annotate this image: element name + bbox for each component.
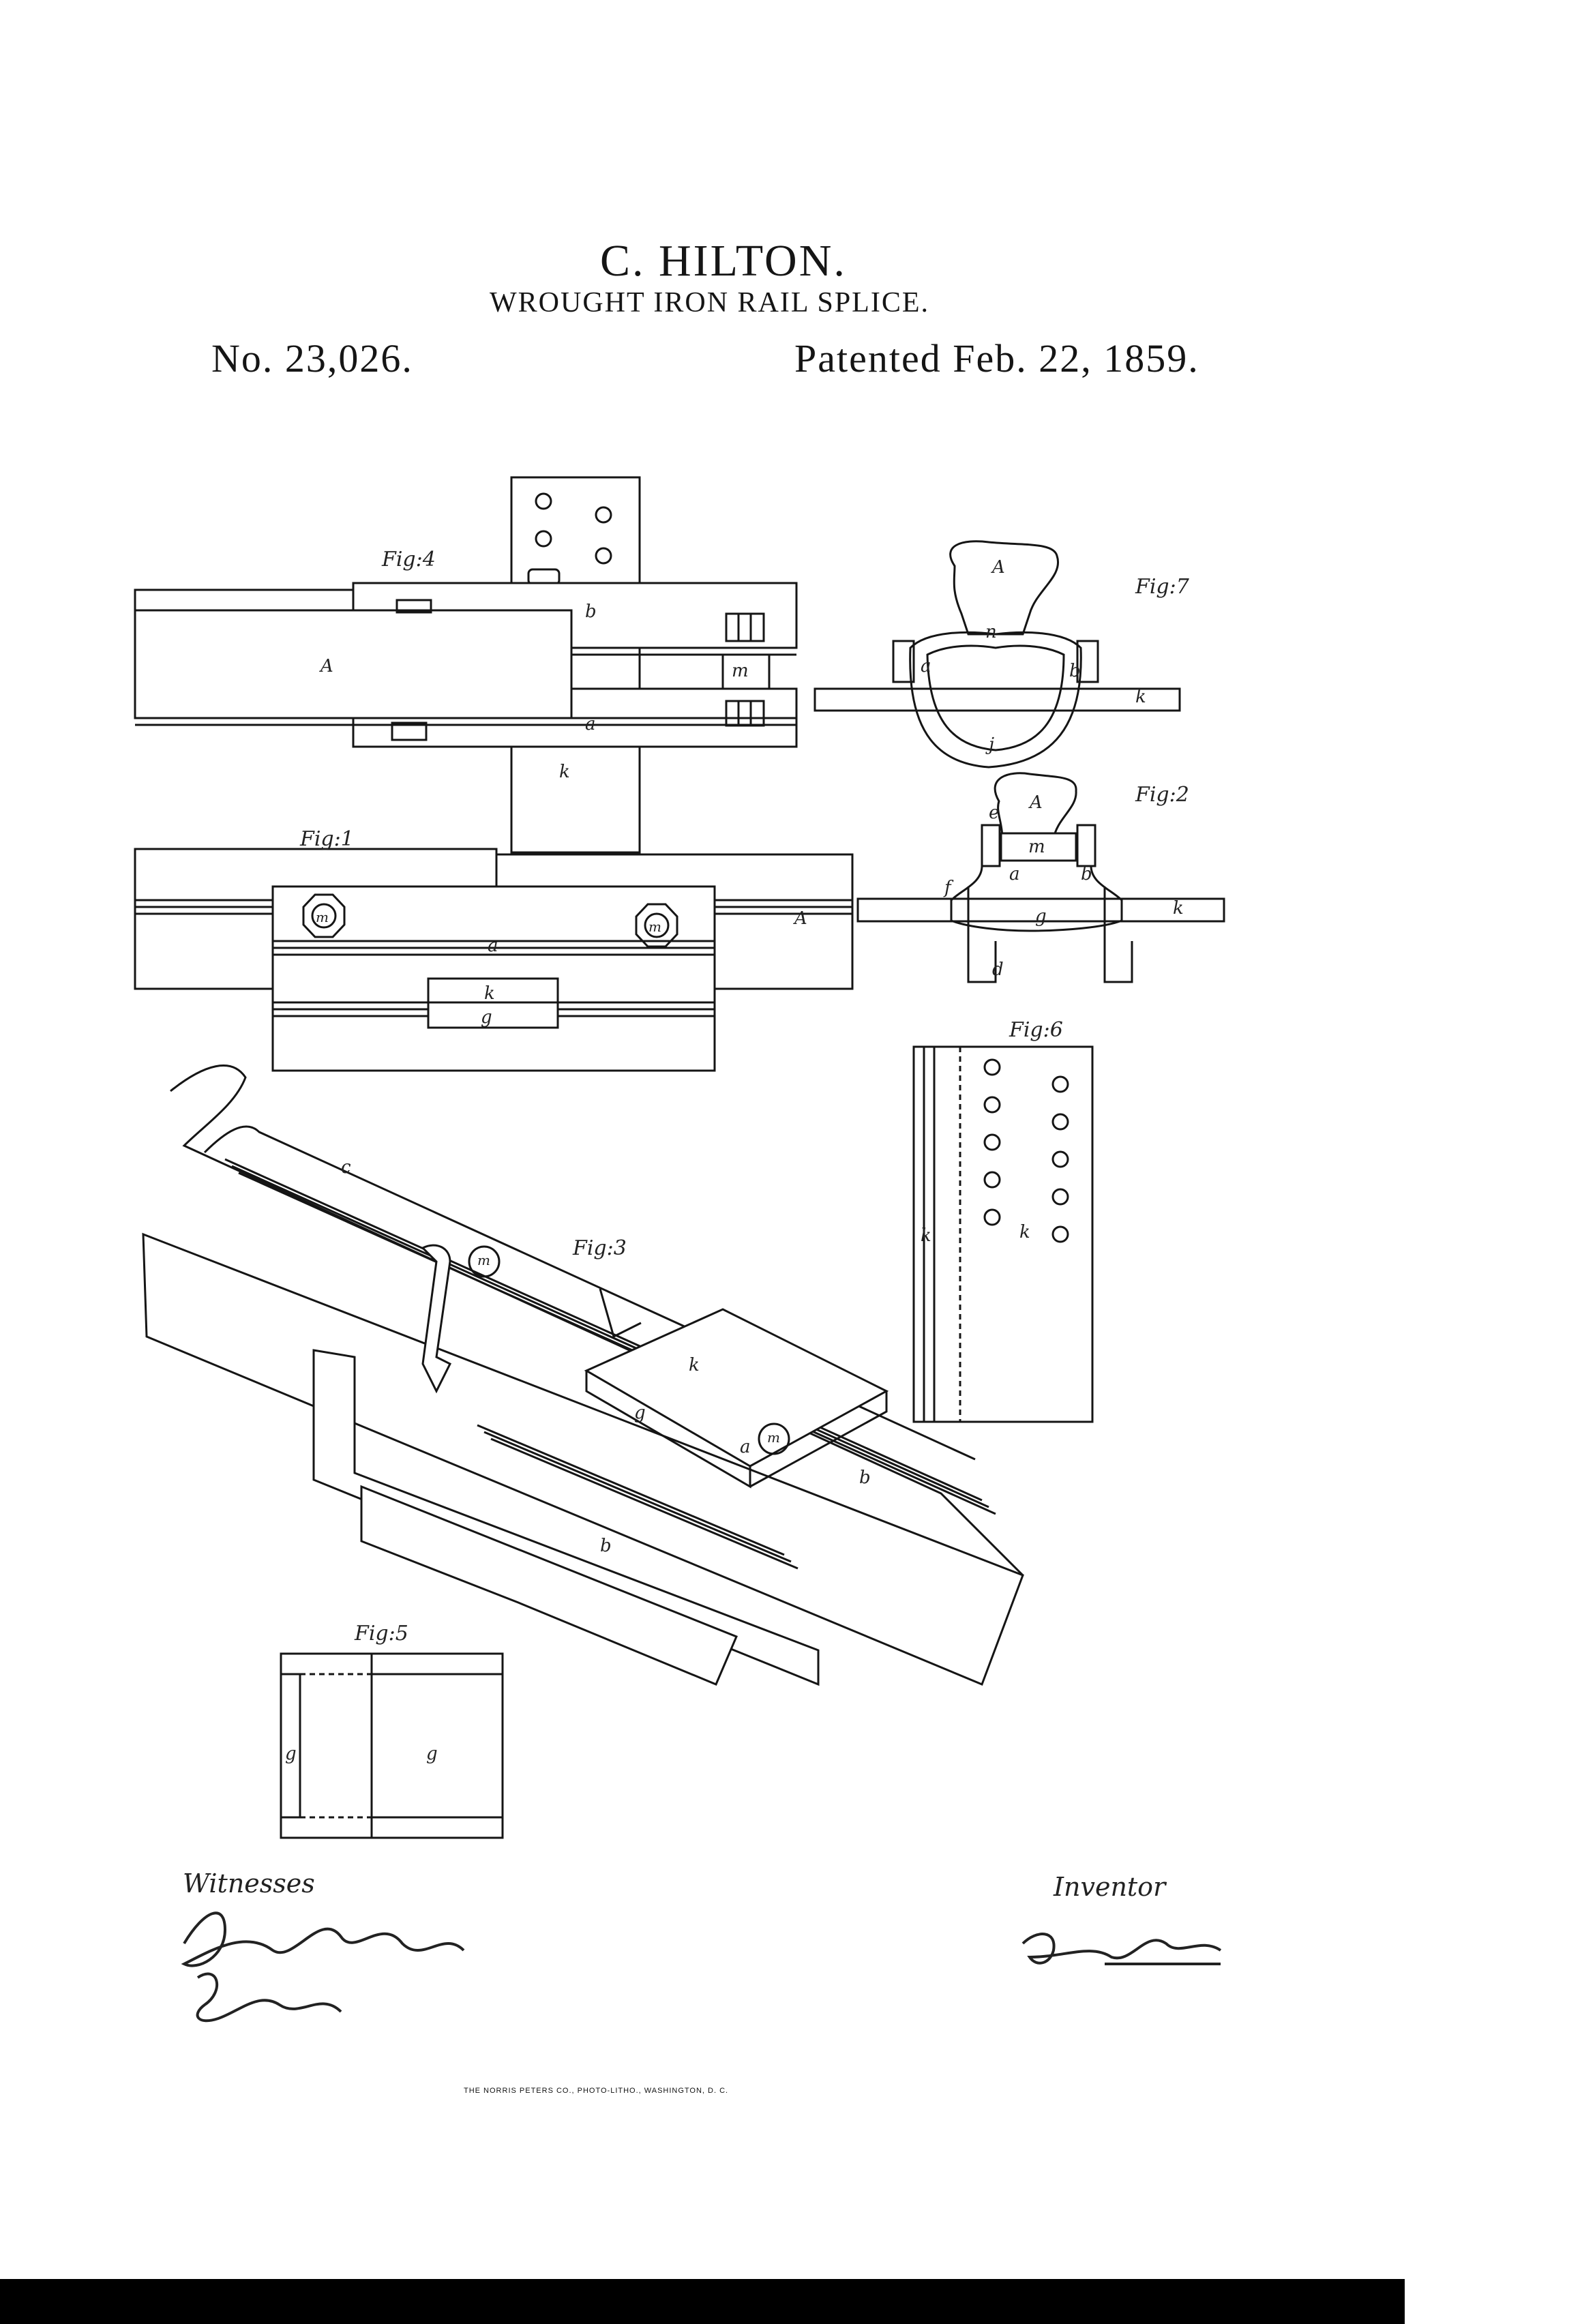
letter-e-fig2: e xyxy=(989,803,999,823)
figure-4-drawing xyxy=(134,476,798,854)
letter-m-fig2: m xyxy=(1028,837,1045,857)
fig3-label: Fig:3 xyxy=(572,1236,627,1260)
figure-2-drawing xyxy=(856,772,1225,983)
letter-j-fig7: j xyxy=(985,734,994,755)
letter-a-fig1: a xyxy=(488,936,498,956)
inventor-name: C. HILTON. xyxy=(600,236,847,286)
figure-7-drawing xyxy=(814,540,1181,769)
letter-k-fig3: k xyxy=(689,1355,700,1375)
letter-k-fig6-left: k xyxy=(921,1225,931,1246)
letter-b-fig2: b xyxy=(1081,864,1092,884)
printer-credit: THE NORRIS PETERS CO., PHOTO-LITHO., WAS… xyxy=(464,2087,729,2095)
letter-A-fig7: A xyxy=(991,557,1005,578)
letter-k-fig2: k xyxy=(1173,898,1184,919)
letter-b-fig3-top: b xyxy=(859,1468,871,1488)
letter-b-fig4: b xyxy=(585,601,597,622)
letter-A-fig4: A xyxy=(319,656,333,676)
witnesses-label: Witnesses xyxy=(183,1868,315,1898)
letter-b-fig7: b xyxy=(1069,661,1081,681)
letter-a-fig3: a xyxy=(740,1437,751,1457)
figure-1-drawing xyxy=(134,848,854,1072)
letter-k-fig7: k xyxy=(1135,687,1146,707)
letter-g-fig2: g xyxy=(1035,906,1047,927)
letter-d-fig2: d xyxy=(992,959,1004,980)
fig1-label: Fig:1 xyxy=(299,827,354,851)
inventor-label: Inventor xyxy=(1054,1872,1166,1902)
figure-6-drawing xyxy=(912,1045,1094,1423)
letter-b-fig3: b xyxy=(600,1536,612,1556)
scan-edge-bar xyxy=(0,2279,1405,2324)
witness-signatures xyxy=(181,1911,465,2023)
letter-g-fig1: g xyxy=(481,1007,492,1028)
letter-f-fig2: f xyxy=(943,878,954,898)
letter-a-fig7: a xyxy=(921,656,931,676)
letter-m-fig3: m xyxy=(477,1252,490,1268)
fig2-label: Fig:2 xyxy=(1135,783,1189,807)
fig5-label: Fig:5 xyxy=(354,1622,408,1645)
letter-m1-fig1: m xyxy=(316,909,329,925)
letter-m-fig4: m xyxy=(732,661,749,681)
patent-date: Patented Feb. 22, 1859. xyxy=(794,336,1199,381)
letter-a-fig2: a xyxy=(1009,864,1020,884)
letter-n-fig7: n xyxy=(985,622,997,642)
scan-edge-margin xyxy=(1405,2279,1582,2324)
fig7-label: Fig:7 xyxy=(1135,575,1190,599)
letter-m2-fig1: m xyxy=(648,919,661,935)
letter-g-fig5-left: g xyxy=(285,1744,297,1764)
figure-5-drawing xyxy=(280,1652,504,1839)
patent-number: No. 23,026. xyxy=(211,336,413,381)
letter-a-fig4: a xyxy=(585,714,596,734)
inventor-signature xyxy=(1021,1933,1222,1965)
letter-c-fig3: c xyxy=(341,1157,351,1178)
letter-g-fig5: g xyxy=(426,1744,438,1764)
letter-k-fig6: k xyxy=(1019,1222,1030,1242)
letter-B-fig1: A xyxy=(793,908,807,929)
letter-k-fig1: k xyxy=(484,983,495,1004)
letter-k-fig4: k xyxy=(559,762,570,782)
letter-A-fig2: A xyxy=(1028,792,1043,813)
letter-m2-fig3: m xyxy=(767,1429,780,1446)
letter-g-fig3: g xyxy=(634,1403,646,1423)
figure-3-drawing xyxy=(142,1064,1024,1686)
fig6-label: Fig:6 xyxy=(1009,1018,1063,1042)
fig4-label: Fig:4 xyxy=(381,548,436,571)
patent-title: WROUGHT IRON RAIL SPLICE. xyxy=(490,287,929,318)
